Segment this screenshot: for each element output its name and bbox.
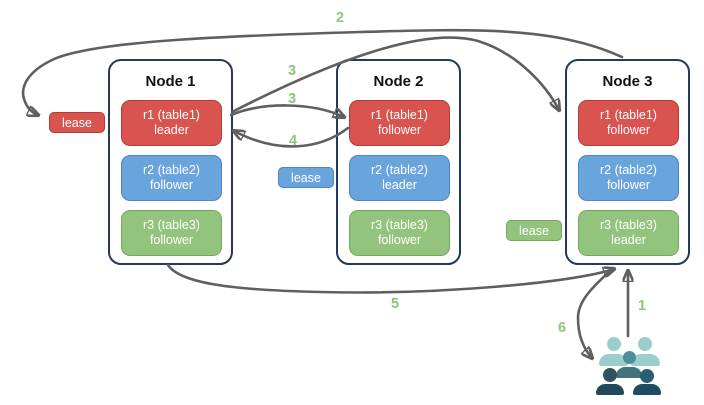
replica-role: follower (377, 233, 422, 247)
replica-role: follower (377, 123, 422, 137)
step-label-5: 5 (390, 296, 400, 312)
step-label-6: 6 (557, 320, 567, 336)
node-1-title: Node 1 (145, 73, 196, 90)
node2-replica-r3-follower: r3 (table3) follower (349, 210, 450, 256)
replica-name: r3 (table3) (371, 217, 428, 232)
arrow-step-3-to-node2 (229, 104, 344, 117)
replica-name: r2 (table2) (371, 162, 428, 177)
step-label-3b: 3 (287, 91, 297, 107)
step-label-1: 1 (637, 298, 647, 314)
node2-replica-r1-follower: r1 (table1) follower (349, 100, 450, 146)
replica-name: r3 (table3) (600, 217, 657, 232)
node3-replica-r1-follower: r1 (table1) follower (578, 100, 679, 146)
node2-replica-r2-leader: r2 (table2) leader (349, 155, 450, 201)
replica-role: follower (149, 178, 194, 192)
node-3-title: Node 3 (602, 73, 653, 90)
lease-badge-r2: lease (278, 167, 334, 188)
replica-name: r1 (table1) (600, 107, 657, 122)
node3-replica-r3-leader: r3 (table3) leader (578, 210, 679, 256)
replica-role: follower (149, 233, 194, 247)
replica-name: r2 (table2) (143, 162, 200, 177)
node1-replica-r3-follower: r3 (table3) follower (121, 210, 222, 256)
node-1-box: Node 1 r1 (table1) leader r2 (table2) fo… (108, 59, 233, 265)
replica-name: r1 (table1) (371, 107, 428, 122)
replica-role: leader (382, 178, 417, 192)
replica-name: r1 (table1) (143, 107, 200, 122)
replica-role: leader (611, 233, 646, 247)
replica-role: follower (606, 123, 651, 137)
node1-replica-r1-leader: r1 (table1) leader (121, 100, 222, 146)
step-label-2: 2 (335, 10, 345, 26)
node-2-title: Node 2 (373, 73, 424, 90)
node-3-box: Node 3 r1 (table1) follower r2 (table2) … (565, 59, 690, 265)
replica-name: r2 (table2) (600, 162, 657, 177)
node3-replica-r2-follower: r2 (table2) follower (578, 155, 679, 201)
arrow-step-5 (166, 263, 614, 294)
lease-badge-r1: lease (49, 112, 105, 133)
lease-badge-r3: lease (506, 220, 562, 241)
replica-name: r3 (table3) (143, 217, 200, 232)
replica-role: follower (606, 178, 651, 192)
node1-replica-r2-follower: r2 (table2) follower (121, 155, 222, 201)
replica-role: leader (154, 123, 189, 137)
clients-users-group-icon (595, 331, 665, 395)
node-2-box: Node 2 r1 (table1) follower r2 (table2) … (336, 59, 461, 265)
step-label-4: 4 (288, 133, 298, 149)
step-label-3a: 3 (287, 63, 297, 79)
